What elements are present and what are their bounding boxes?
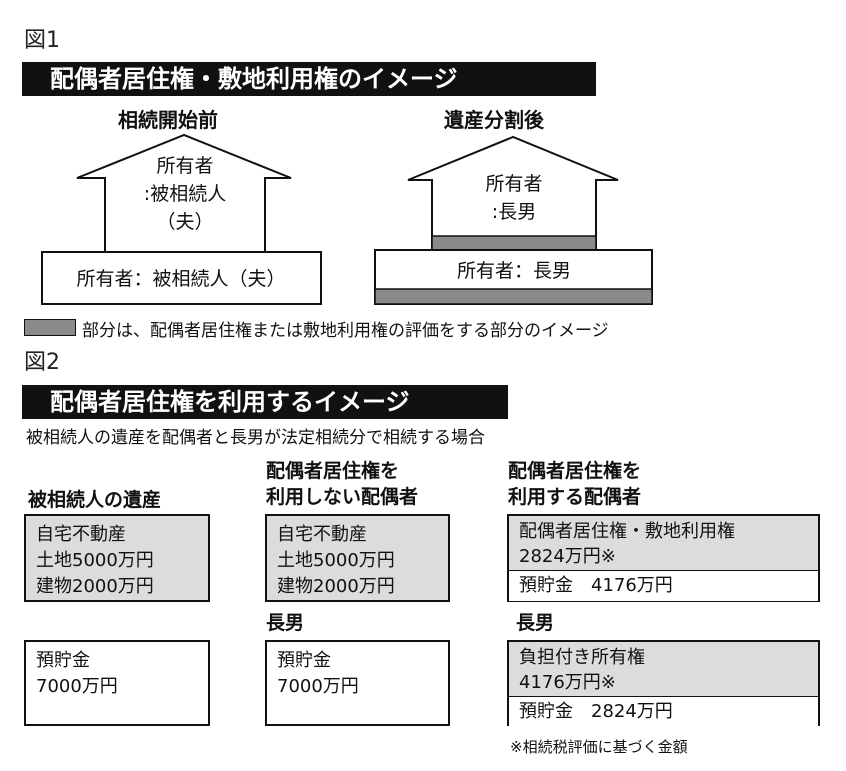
- col1-estate-line-2: 土地5000万円: [36, 550, 154, 571]
- col1-savings-box: 預貯金 7000万円: [24, 640, 210, 726]
- left-land-rect: [41, 251, 322, 305]
- left-house-line-1: 所有者: [156, 155, 213, 177]
- col1-estate-box: 自宅不動産 土地5000万円 建物2000万円: [24, 514, 210, 602]
- footnote: ※相続税評価に基づく金額: [510, 738, 688, 756]
- after-division-heading: 遺産分割後: [444, 108, 544, 132]
- right-house-line-1: 所有者: [485, 173, 542, 195]
- col3-spouse-box: 配偶者居住権・敷地利用権 2824万円※ 預貯金 4176万円: [507, 514, 820, 602]
- col2-savings-line-2: 7000万円: [277, 676, 359, 697]
- col2-savings-box: 預貯金 7000万円: [265, 640, 450, 726]
- right-land-label: 所有者：長男: [457, 260, 571, 282]
- right-house-line-2: :長男: [492, 201, 536, 223]
- figure-2-label: 図2: [24, 350, 60, 375]
- legend-gray-swatch: [24, 319, 76, 336]
- left-house-line-2: :被相続人: [144, 183, 226, 205]
- left-house-shape: [76, 133, 292, 253]
- col3-burden-line-2: 4176万円※: [519, 672, 616, 693]
- col1-estate-line-3: 建物2000万円: [36, 576, 154, 597]
- before-inheritance-heading: 相続開始前: [118, 108, 218, 132]
- col3-burden-line-1: 負担付き所有権: [519, 647, 645, 668]
- figure-2-banner: 配偶者居住権を利用するイメージ: [22, 385, 508, 419]
- col3-right-section: 配偶者居住権・敷地利用権 2824万円※: [509, 516, 818, 571]
- col3-burden-section: 負担付き所有権 4176万円※: [509, 642, 818, 697]
- col3-son-box: 負担付き所有権 4176万円※ 預貯金 2824万円: [507, 640, 820, 727]
- col2-savings-line-1: 預貯金: [277, 650, 331, 671]
- col3-heading-line-2: 利用する配偶者: [508, 486, 642, 508]
- col3-son-heading: 長男: [516, 612, 555, 634]
- left-house-line-3: （夫）: [156, 211, 213, 233]
- right-land-shaded-strip: [374, 288, 653, 305]
- col3-right-line-2: 2824万円※: [519, 546, 616, 567]
- col1-estate-line-1: 自宅不動産: [36, 524, 126, 545]
- left-land-label: 所有者：被相続人（夫）: [76, 268, 285, 290]
- col2-son-heading: 長男: [266, 612, 305, 634]
- col1-savings-line-2: 7000万円: [36, 676, 118, 697]
- col3-right-line-1: 配偶者居住権・敷地利用権: [519, 521, 735, 542]
- right-house-shaded-base: [431, 235, 597, 251]
- col2-heading: 配偶者居住権を 利用しない配偶者: [266, 458, 418, 510]
- col3-heading: 配偶者居住権を 利用する配偶者: [508, 458, 641, 510]
- col2-heading-line-1: 配偶者居住権を: [266, 460, 400, 482]
- figure-1-label: 図1: [24, 28, 60, 53]
- col2-estate-line-2: 土地5000万円: [277, 550, 395, 571]
- legend-text: 部分は、配偶者居住権または敷地利用権の評価をする部分のイメージ: [82, 321, 609, 341]
- col1-savings-line-1: 預貯金: [36, 650, 90, 671]
- col3-heading-line-1: 配偶者居住権を: [508, 460, 642, 482]
- col2-estate-line-3: 建物2000万円: [277, 576, 395, 597]
- col2-estate-line-1: 自宅不動産: [277, 524, 367, 545]
- col3-spouse-savings: 預貯金 4176万円: [509, 571, 818, 601]
- col2-estate-box: 自宅不動産 土地5000万円 建物2000万円: [265, 514, 450, 602]
- col1-heading: 被相続人の遺産: [28, 489, 162, 511]
- col3-son-savings: 預貯金 2824万円: [509, 697, 818, 727]
- figure-2-subtitle: 被相続人の遺産を配偶者と長男が法定相続分で相続する場合: [26, 428, 485, 448]
- right-house-shape: [407, 135, 619, 251]
- figure-1-banner: 配偶者居住権・敷地利用権のイメージ: [22, 62, 596, 96]
- col2-heading-line-2: 利用しない配偶者: [266, 486, 419, 508]
